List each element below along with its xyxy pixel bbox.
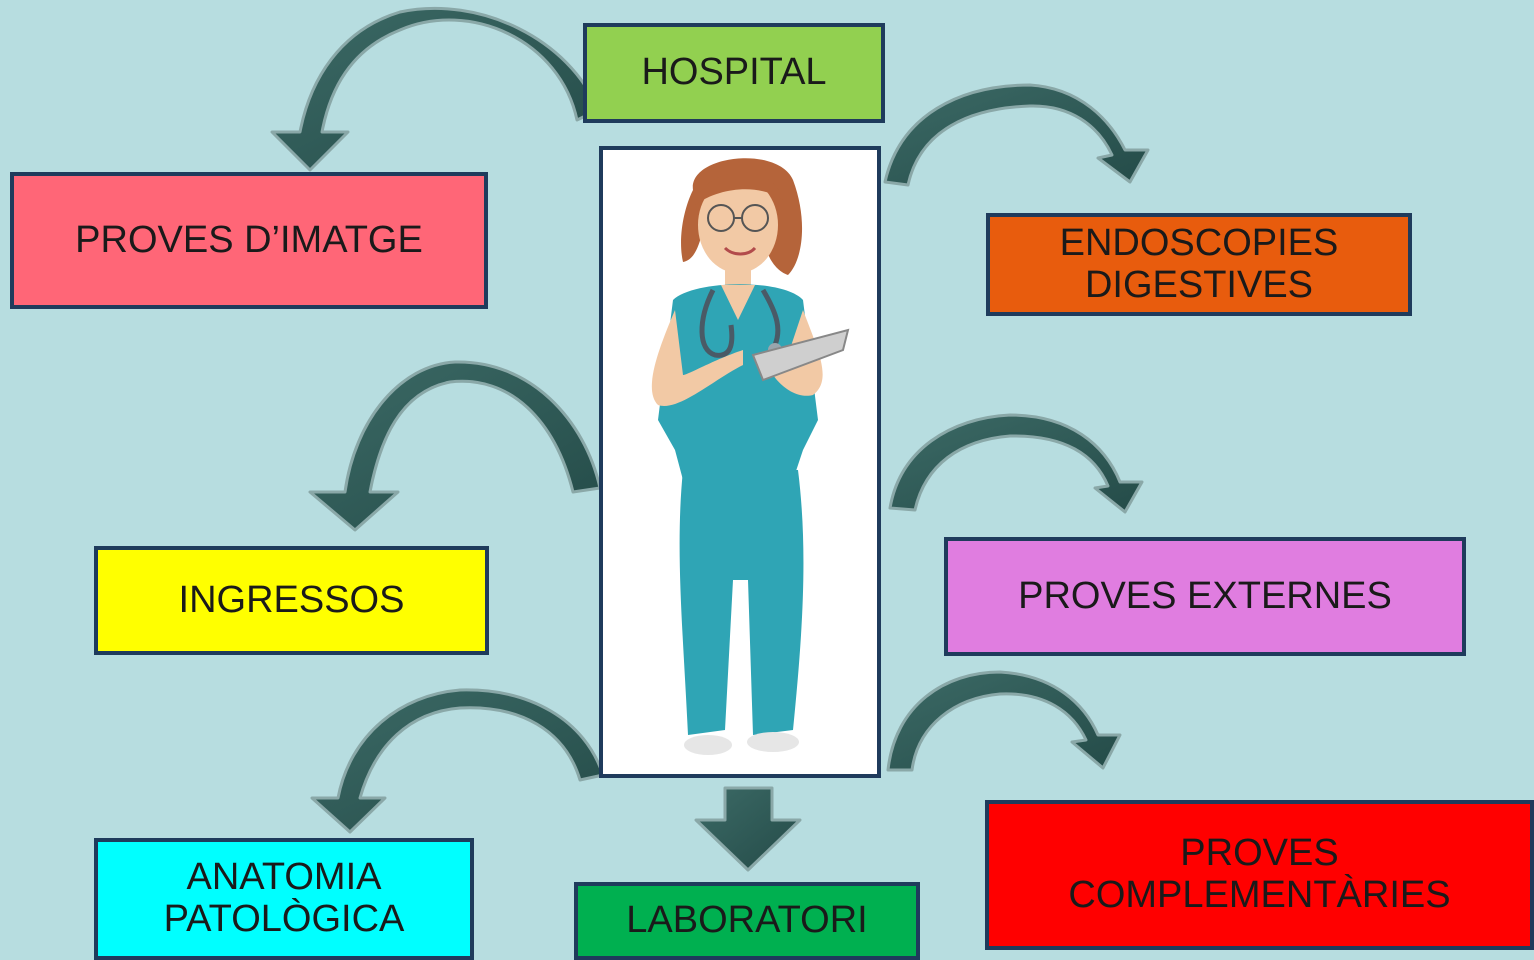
arrow-to-externes	[888, 413, 1144, 514]
node-complementaries: PROVES COMPLEMENTÀRIES	[985, 800, 1534, 950]
nurse-icon	[651, 158, 850, 755]
node-ingressos-label: INGRESSOS	[178, 578, 405, 621]
arrow-hospital-to-imatge	[270, 7, 600, 172]
node-endoscopies: ENDOSCOPIES DIGESTIVES	[986, 213, 1412, 316]
node-endoscopies-label: ENDOSCOPIES DIGESTIVES	[1059, 221, 1339, 306]
node-ingressos: INGRESSOS	[94, 546, 489, 655]
node-hospital: HOSPITAL	[583, 23, 885, 123]
arrow-to-ingressos	[308, 360, 602, 532]
arrow-to-laboratori	[694, 786, 802, 872]
node-anatomia-label: ANATOMIA PATOLÒGICA	[163, 856, 405, 940]
node-proves-imatge-label: PROVES D’IMATGE	[75, 218, 423, 261]
node-laboratori-label: LABORATORI	[626, 899, 868, 942]
node-anatomia: ANATOMIA PATOLÒGICA	[94, 838, 474, 960]
node-hospital-label: HOSPITAL	[641, 51, 827, 94]
node-complementaries-label: PROVES COMPLEMENTÀRIES	[1068, 832, 1451, 916]
nurse-illustration	[599, 146, 881, 778]
node-proves-imatge: PROVES D’IMATGE	[10, 172, 488, 309]
node-proves-externes-label: PROVES EXTERNES	[1018, 574, 1392, 617]
node-proves-externes: PROVES EXTERNES	[944, 537, 1466, 656]
arrow-to-complementaries	[886, 670, 1122, 772]
arrow-to-anatomia	[310, 688, 605, 834]
node-laboratori: LABORATORI	[574, 882, 920, 960]
arrow-to-endoscopies	[883, 83, 1150, 187]
